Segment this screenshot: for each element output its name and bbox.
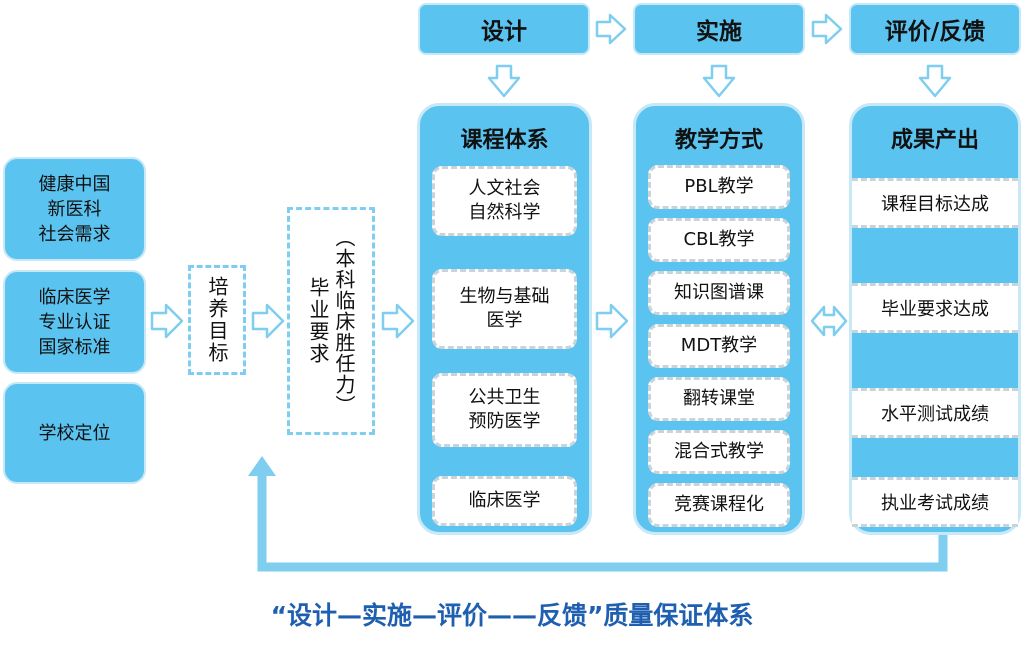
arrow-requirement-to-curriculum <box>381 303 415 339</box>
outcome-item: 执业考试成绩 <box>852 477 1018 527</box>
curriculum-panel: 课程体系 人文社会 自然科学 生物与基础 医学 公共卫生 预防医学 临床医学 <box>417 103 592 535</box>
feedback-loop-arrowhead <box>248 456 276 476</box>
stage-implement: 实施 <box>633 3 805 55</box>
outcome-item: 毕业要求达成 <box>852 283 1018 333</box>
teaching-item: CBL教学 <box>648 218 790 262</box>
outcomes-title: 成果产出 <box>890 128 979 153</box>
stage-design: 设计 <box>418 3 590 55</box>
arrow-teaching-outcomes-bidirectional <box>810 305 848 337</box>
graduation-requirement-title: 毕业要求 <box>306 277 330 365</box>
arrow-design-to-implement <box>595 13 627 45</box>
input-box-label: 临床医学 专业认证 国家标准 <box>38 286 111 358</box>
diagram-caption: “设计—实施—评价——反馈”质量保证体系 <box>270 601 754 630</box>
arrow-down-implement <box>702 64 736 98</box>
curriculum-item: 人文社会 自然科学 <box>432 166 577 236</box>
arrow-inputs-to-goal <box>150 303 184 339</box>
stage-feedback-label: 评价/反馈 <box>884 19 986 45</box>
arrow-implement-to-feedback <box>811 13 843 45</box>
teaching-panel: 教学方式 PBL教学 CBL教学 知识图谱课 MDT教学 翻转课堂 混合式教学 … <box>633 103 805 535</box>
input-box-label: 健康中国 新医科 社会需求 <box>38 173 111 245</box>
teaching-item: MDT教学 <box>648 324 790 368</box>
graduation-requirement-subtitle: （本科临床胜任力） <box>332 226 356 416</box>
stage-design-label: 设计 <box>481 19 527 45</box>
input-box-health-china: 健康中国 新医科 社会需求 <box>3 157 146 261</box>
teaching-item: 竞赛课程化 <box>648 483 790 527</box>
graduation-requirement-box: 毕业要求 （本科临床胜任力） <box>287 207 375 435</box>
training-goal-label: 培养目标 <box>205 276 229 364</box>
teaching-item: PBL教学 <box>648 165 790 209</box>
arrow-curriculum-to-teaching <box>595 303 629 339</box>
arrow-down-design <box>487 64 521 98</box>
curriculum-title: 课程体系 <box>460 128 549 153</box>
stage-feedback: 评价/反馈 <box>849 3 1021 55</box>
teaching-item: 混合式教学 <box>648 430 790 474</box>
outcome-item: 课程目标达成 <box>852 178 1018 228</box>
teaching-title: 教学方式 <box>674 128 763 153</box>
curriculum-item: 公共卫生 预防医学 <box>432 373 577 447</box>
training-goal-box: 培养目标 <box>188 265 246 375</box>
input-box-label: 学校定位 <box>38 422 111 444</box>
outcomes-panel: 成果产出 课程目标达成 毕业要求达成 水平测试成绩 执业考试成绩 <box>849 103 1021 535</box>
input-box-school-position: 学校定位 <box>3 382 146 484</box>
curriculum-item: 临床医学 <box>432 476 577 526</box>
teaching-item: 知识图谱课 <box>648 271 790 315</box>
stage-implement-label: 实施 <box>696 19 742 45</box>
outcome-item: 水平测试成绩 <box>852 388 1018 438</box>
arrow-goal-to-requirement <box>251 303 285 339</box>
arrow-down-feedback <box>918 64 952 98</box>
feedback-loop-line <box>257 474 948 572</box>
teaching-item: 翻转课堂 <box>648 377 790 421</box>
curriculum-item: 生物与基础 医学 <box>432 269 577 349</box>
input-box-accreditation: 临床医学 专业认证 国家标准 <box>3 270 146 374</box>
